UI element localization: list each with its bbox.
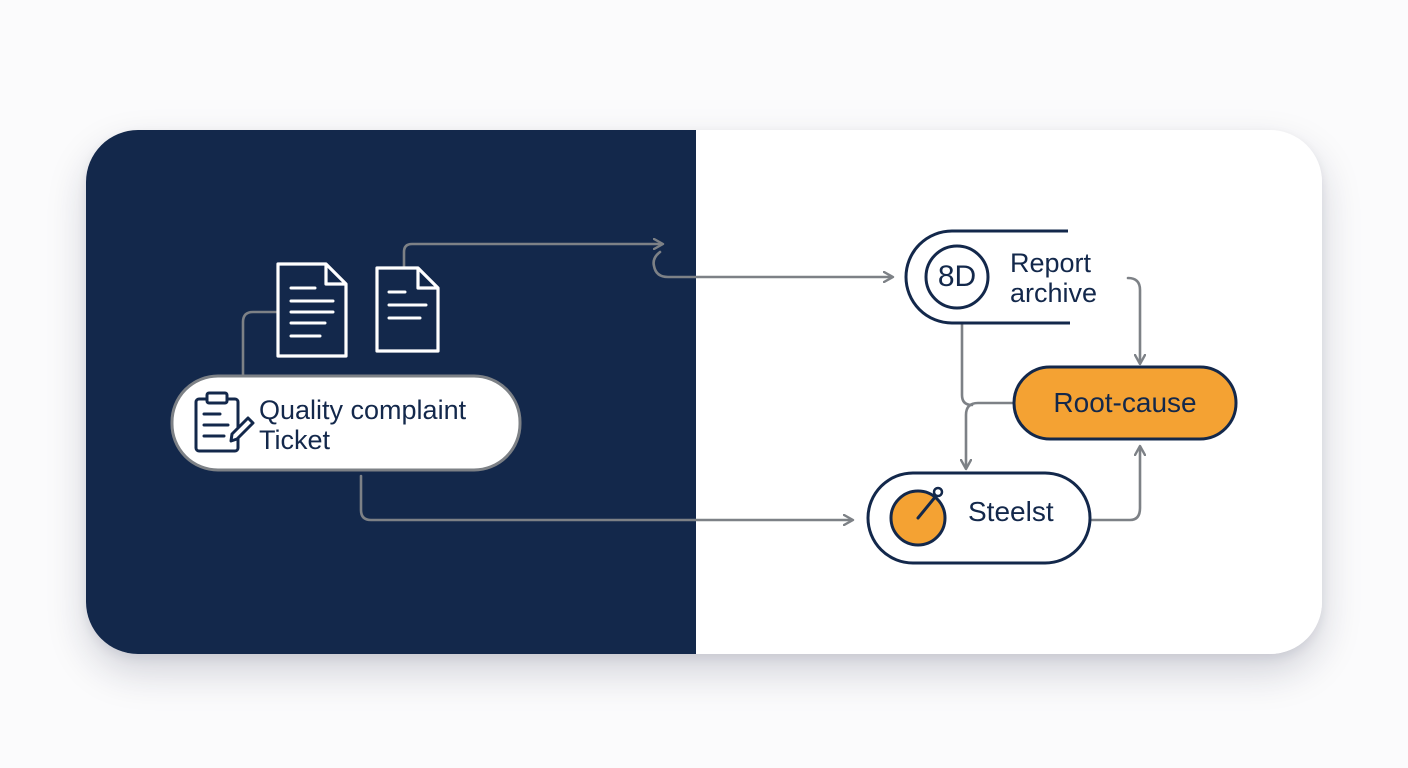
archive-badge-label: 8D — [937, 260, 977, 293]
root-cause-label: Root-cause — [1053, 387, 1197, 418]
connector-ticket-to-steelst — [359, 474, 852, 520]
gauge-icon — [889, 486, 947, 547]
archive-label-line1: Report — [1010, 248, 1092, 278]
connector-rootcause-branch — [966, 401, 1018, 468]
connector-doc2-up — [402, 244, 662, 270]
clipboard-pen-icon — [194, 391, 255, 453]
archive-badge — [924, 244, 990, 310]
root-cause-node — [1012, 365, 1238, 441]
connector-archive-to-rootcause — [1126, 276, 1140, 363]
document-icon — [375, 266, 440, 353]
connector-to-archive — [652, 250, 892, 277]
connector-doc-to-ticket — [241, 310, 280, 377]
ticket-label-line1: Quality complaint — [259, 395, 467, 425]
connector-archive-to-steelst — [960, 322, 974, 407]
document-icon — [276, 262, 348, 358]
archive-label-line2: archive — [1010, 278, 1098, 308]
steelst-label: Steelst — [968, 496, 1054, 527]
ticket-label-line2: Ticket — [259, 425, 331, 455]
connector-steelst-to-rootcause — [1090, 447, 1140, 522]
ticket-node — [170, 374, 522, 472]
